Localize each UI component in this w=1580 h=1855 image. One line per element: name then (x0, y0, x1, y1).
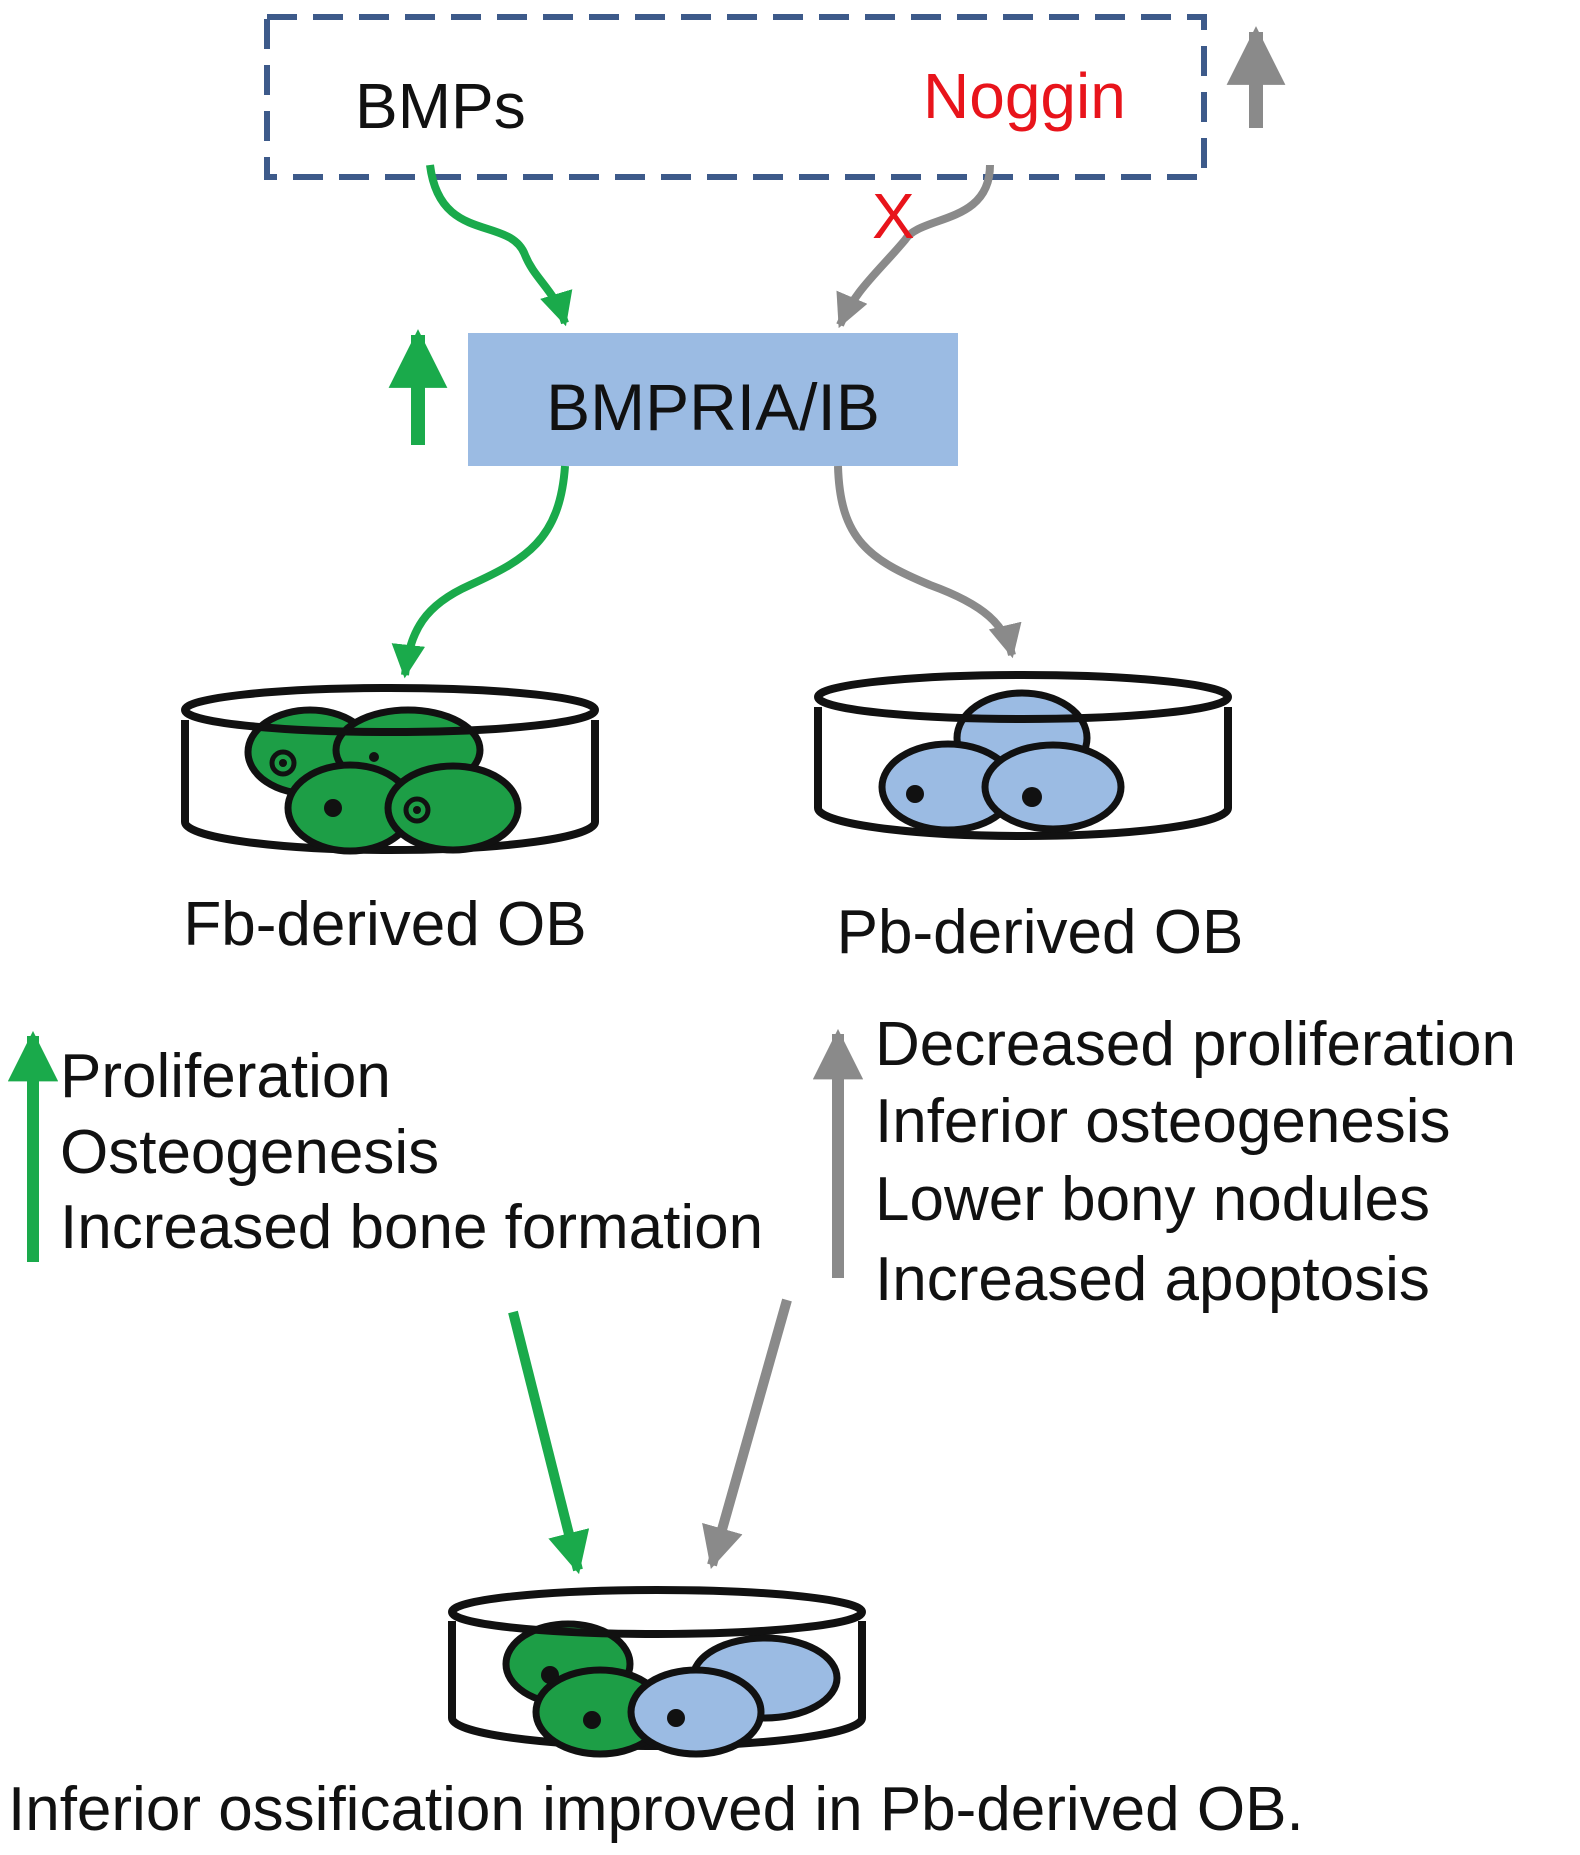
fb-effect-item: Increased bone formation (60, 1193, 763, 1262)
conclusion-text: Inferior ossification improved in Pb-der… (8, 1775, 1304, 1844)
receptor-to-pb-arrow (834, 465, 1022, 659)
fb-effect-item: Osteogenesis (60, 1118, 439, 1187)
fb-to-combined-arrow (508, 1310, 590, 1575)
blue-cell (981, 741, 1125, 833)
ligand-box (264, 14, 1207, 180)
pb-to-combined-arrow (702, 1298, 792, 1570)
blue-cell (627, 1666, 765, 1758)
bmps-to-receptor-arrow (426, 164, 573, 327)
pb-effect-item: Increased apoptosis (875, 1245, 1430, 1314)
fb-dish-label: Fb-derived OB (183, 890, 586, 959)
combined-dish (448, 1586, 866, 1758)
pb-effect-item: Lower bony nodules (875, 1165, 1430, 1234)
pb-effects-list: Decreased proliferation Inferior osteoge… (875, 1010, 1516, 1314)
pb-dish-label: Pb-derived OB (837, 898, 1244, 967)
pb-dish (814, 671, 1232, 840)
receptor-box (468, 333, 958, 466)
fb-effects-list: Proliferation Osteogenesis Increased bon… (60, 1042, 763, 1262)
pb-effect-item: Decreased proliferation (875, 1010, 1516, 1079)
receptor-to-fb-arrow (391, 465, 569, 679)
noggin-to-receptor-arrow (836, 164, 994, 329)
receptor-label: BMPRIA/IB (546, 370, 880, 444)
fb-dish (181, 684, 599, 855)
pb-effect-item: Inferior osteogenesis (875, 1087, 1451, 1156)
green-cell (384, 762, 522, 854)
bmps-label: BMPs (355, 70, 526, 142)
blocked-x-mark: X (872, 180, 915, 252)
noggin-label: Noggin (923, 60, 1126, 132)
fb-effect-item: Proliferation (60, 1042, 391, 1111)
